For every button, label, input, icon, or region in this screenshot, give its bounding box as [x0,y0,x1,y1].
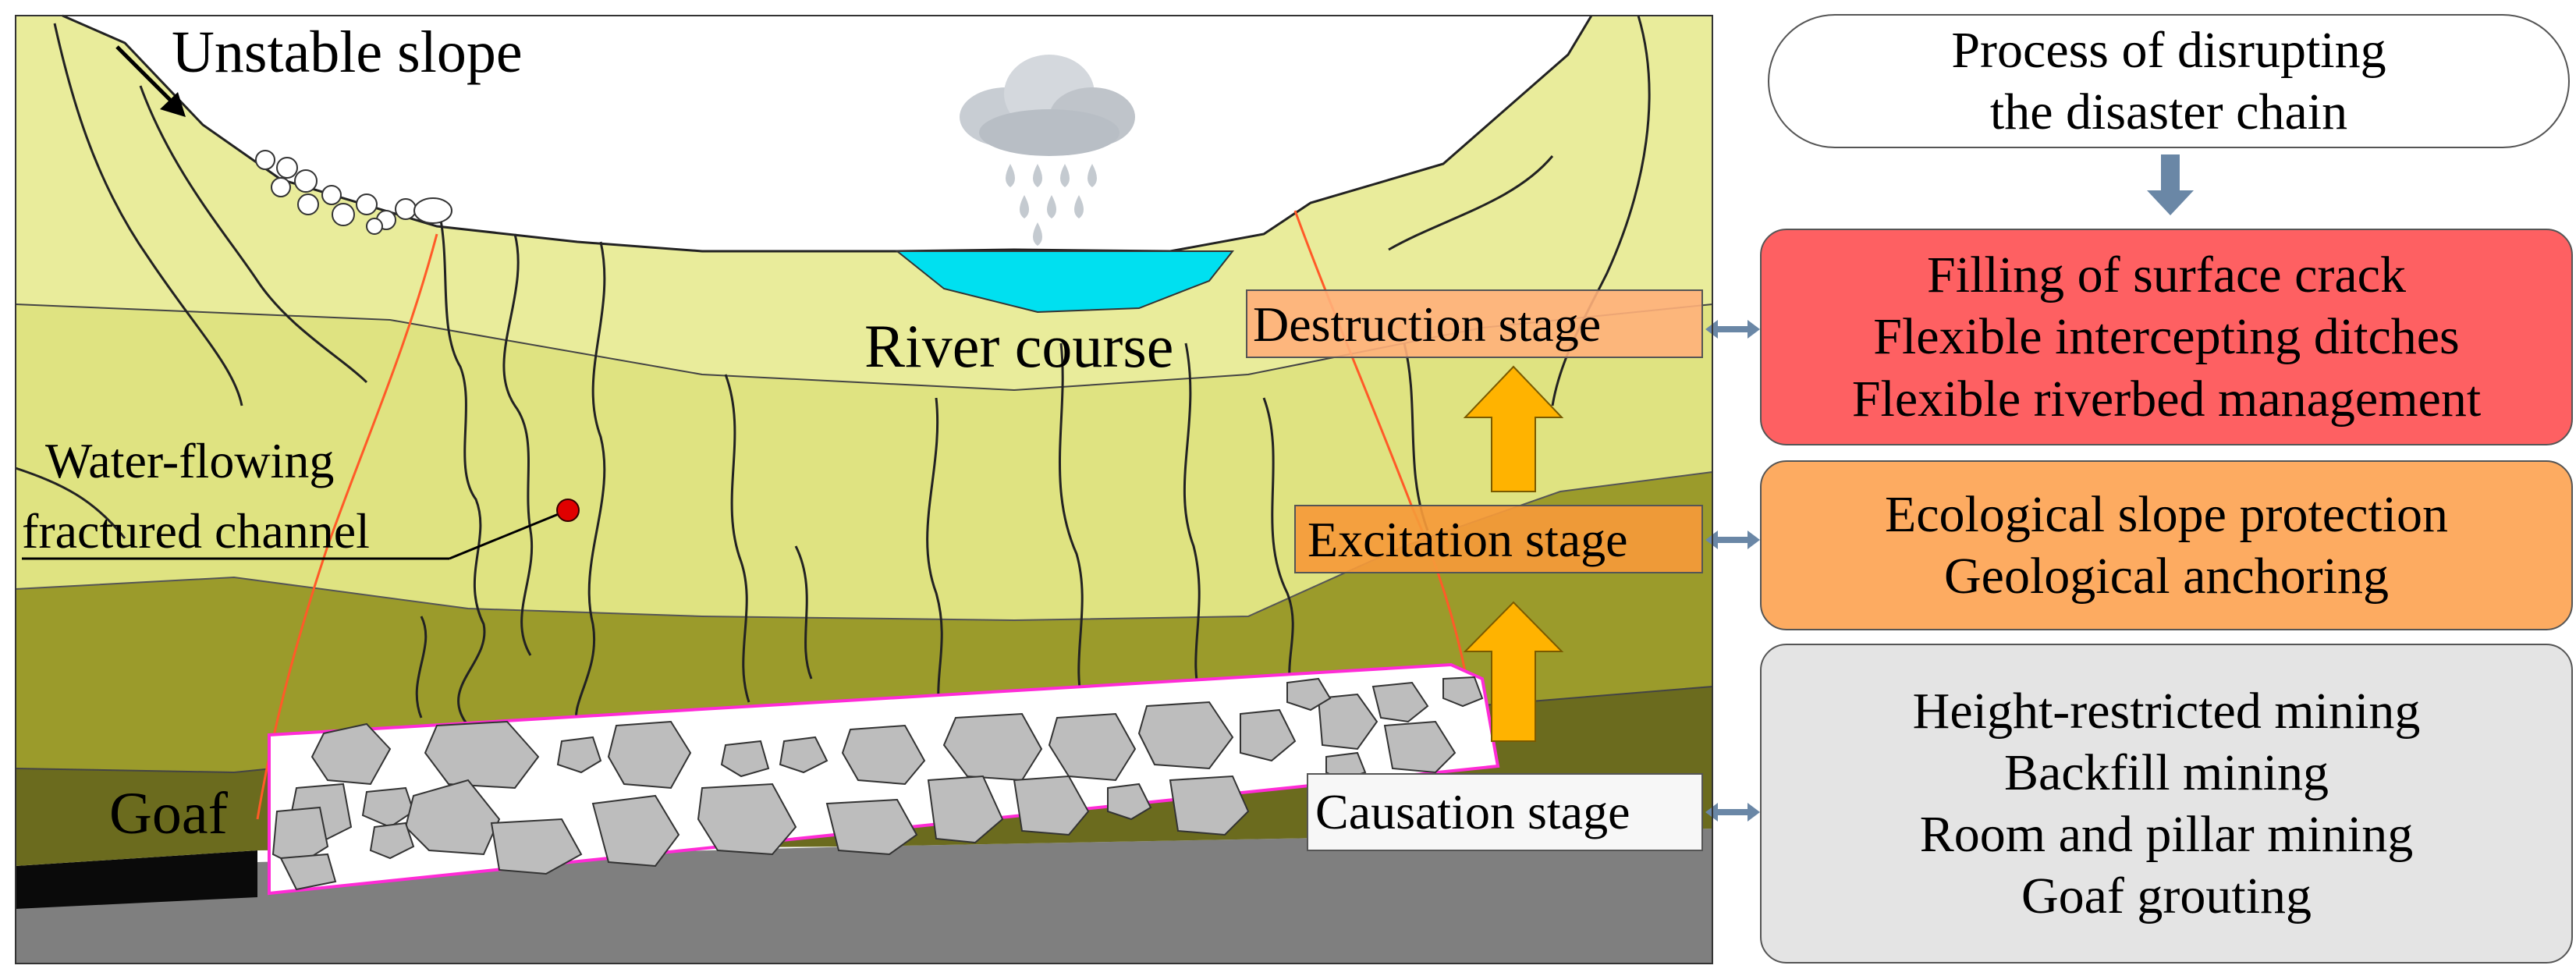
causation-measures-box: Height-restricted mining Backfill mining… [1760,644,2573,964]
measure-item: Flexible intercepting ditches [1873,308,2460,366]
excitation-stage-tag: Excitation stage [1294,505,1703,573]
destruction-measures-box: Filling of surface crack Flexible interc… [1760,229,2573,445]
connector-causation [1705,803,1760,822]
measure-item: Room and pillar mining [1919,806,2414,863]
causation-stage-label: Causation stage [1315,784,1630,839]
water-flowing-label-line1: Water-flowing [45,433,334,488]
up-arrow-causation-to-excitation [1463,601,1564,742]
measure-item: Backfill mining [2003,744,2329,801]
middle-stratum [16,304,1712,620]
measure-item: Goaf grouting [2021,868,2312,925]
water-flowing-marker-dot [556,499,580,522]
up-arrow-excitation-to-destruction [1463,365,1564,492]
excitation-measures-box: Ecological slope protection Geological a… [1760,460,2573,630]
destruction-stage-tag: Destruction stage [1246,289,1703,358]
fracture-lines [15,15,1651,726]
goaf-rock-fragments [271,676,1484,891]
measure-item: Geological anchoring [1944,548,2389,605]
slope-debris [255,150,452,235]
causation-stage-tag: Causation stage [1307,773,1703,851]
measure-item: Flexible riverbed management [1851,370,2482,428]
process-title-line1: Process of disrupting [1951,21,2386,79]
goaf-label: Goaf [109,781,229,846]
connector-excitation [1705,531,1760,549]
excitation-stage-label: Excitation stage [1308,512,1628,567]
river-course-label: River course [864,312,1173,380]
slide-direction-arrow-icon [115,45,186,117]
rain-cloud-icon [960,55,1135,246]
measure-item: Ecological slope protection [1884,485,2449,543]
unstable-slope-label: Unstable slope [172,20,523,85]
stage-up-arrows [1463,365,1564,742]
destruction-stage-label: Destruction stage [1253,296,1601,352]
process-down-arrow-icon [2147,154,2194,215]
process-title-line2: the disaster chain [1989,83,2348,140]
scene-frame [15,15,1713,964]
river-water [895,250,1235,314]
water-conducting-fractures [256,210,1468,820]
water-flowing-label-line2: fractured channel [22,503,370,559]
coal-seam [16,850,257,909]
measure-item: Filling of surface crack [1927,247,2406,304]
connector-destruction [1705,320,1760,339]
measure-item: Height-restricted mining [1912,682,2421,740]
water-flowing-leader-line [449,509,569,560]
process-title-box: Process of disrupting the disaster chain [1768,14,2570,148]
